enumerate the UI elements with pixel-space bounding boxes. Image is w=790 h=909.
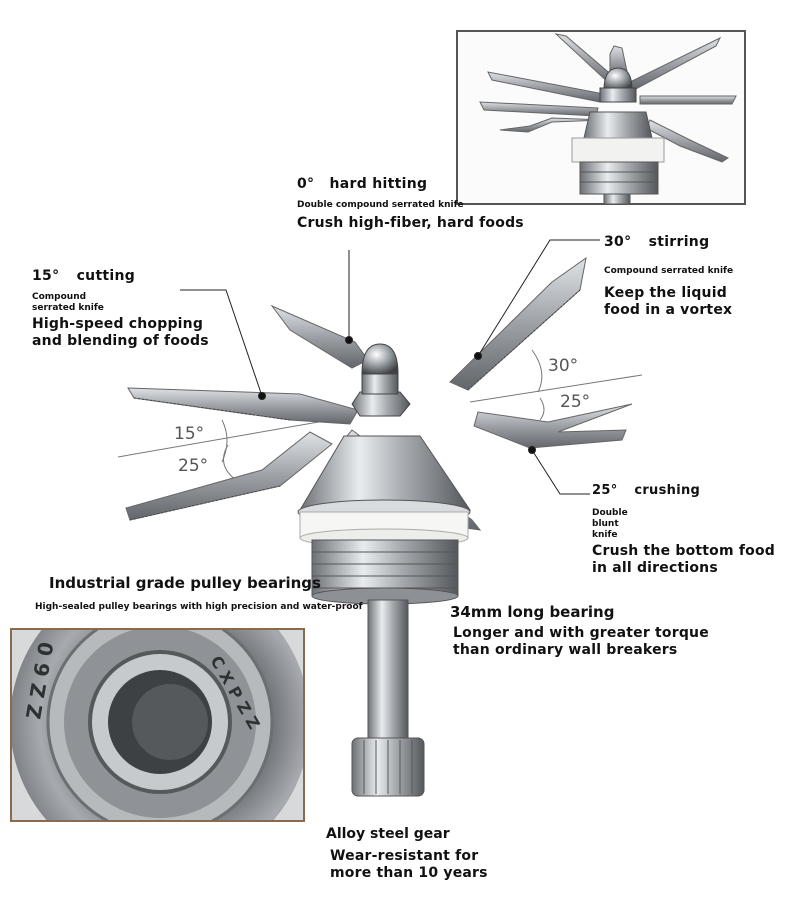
callout-30-name: stirring [648,234,710,250]
inset-blade-photo [456,30,746,205]
callout-25-deg: 25° crushing Double blunt knife Crush th… [592,483,777,577]
callout-25-heading: 25° crushing [592,483,777,498]
callout-0-type: Double compound serrated knife [297,200,464,210]
leader-lines [180,239,600,495]
callout-15-name: cutting [76,268,136,284]
callout-30-deg: 30° stirring Compound serrated knife Kee… [604,234,784,319]
callout-25-type: Double blunt knife [592,508,628,540]
callout-25-desc: Crush the bottom food in all directions [592,543,776,576]
bearing-photo: Z Z 6 0 C X P Z Z [10,628,305,822]
long-bearing-title: 34mm long bearing [450,603,615,621]
gear-desc: Wear-resistant for more than 10 years [330,848,488,881]
callout-30-heading: 30° stirring [604,234,784,250]
callout-15-angle: 15° [32,268,60,284]
callout-15-deg: 15° cutting Compound serrated knife High… [32,268,212,350]
angle-reference-lines [117,349,643,481]
angle-mark-25-left: 25° [178,456,209,476]
callout-30-angle: 30° [604,234,632,250]
callout-30-desc: Keep the liquid food in a vortex [604,285,733,318]
bearings-title: Industrial grade pulley bearings [49,574,321,592]
callout-15-type: Compound serrated knife [32,292,104,313]
callout-30-type: Compound serrated knife [604,266,734,276]
callout-25-name: crushing [634,483,701,498]
callout-0-desc: Crush high-fiber, hard foods [297,215,524,231]
bearings-desc: High-sealed pulley bearings with high pr… [35,602,363,612]
threaded-section [311,539,459,605]
blade-left-upper [127,387,359,425]
shaft [367,599,409,741]
callout-15-heading: 15° cutting [32,268,212,284]
angle-mark-15: 15° [174,424,205,444]
blade-top [270,304,369,369]
callout-0-heading: 0° hard hitting [297,176,524,192]
blade-right-upper [449,256,587,391]
callout-0-deg: 0° hard hitting Double compound serrated… [297,176,524,232]
long-bearing-desc: Longer and with greater torque than ordi… [453,625,709,658]
angle-mark-30: 30° [548,356,579,376]
blade-left-lower [125,431,333,521]
callout-0-angle: 0° [297,176,315,192]
callout-0-name: hard hitting [329,176,428,192]
callout-15-desc: High-speed chopping and blending of food… [32,316,209,349]
callout-25-angle: 25° [592,483,618,498]
drive-gear [351,737,425,797]
cap-nut [351,343,411,417]
gear-title: Alloy steel gear [326,826,450,842]
angle-mark-25-right: 25° [560,392,591,412]
blade-right-lower [473,403,633,449]
